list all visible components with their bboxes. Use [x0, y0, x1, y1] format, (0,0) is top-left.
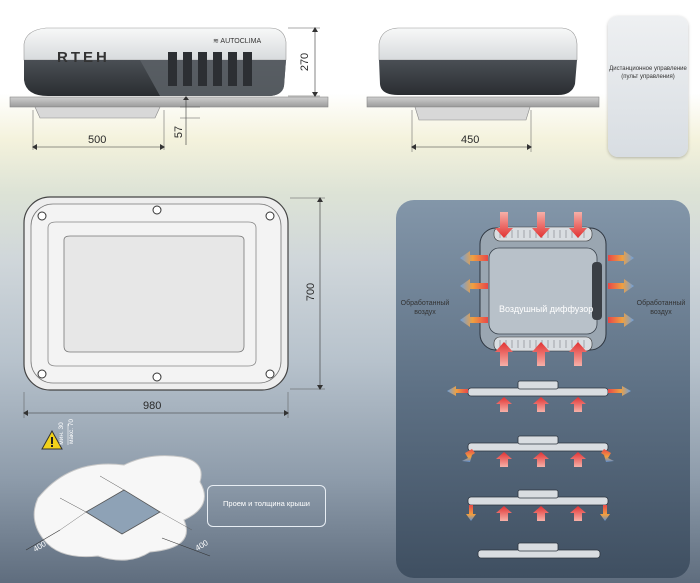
outflow-arrows-right — [608, 251, 634, 327]
airflow-label-left-line1: Обработанный — [400, 300, 450, 307]
remote-card: Дистанционное управление (пульт управлен… — [608, 16, 688, 157]
remote-title: Дистанционное управление (пульт управлен… — [609, 66, 687, 80]
maker-logo: ≋ AUTOCLIMA — [213, 38, 262, 45]
roof-hole-caption: Проем и толщина крыши — [223, 499, 310, 508]
top-panel-inset — [63, 235, 245, 353]
dim-side-below: 57 — [173, 125, 186, 139]
intake-arrows-bottom — [495, 342, 587, 366]
airflow-label-right-line1: Обработанный — [636, 300, 686, 307]
unit-cover-front — [378, 27, 578, 61]
thickness-max-label: макс. 70 — [68, 418, 76, 445]
airflow-label-left: Обработанный воздух — [400, 299, 450, 317]
diffuser-label: Воздушный диффузор — [499, 304, 594, 314]
unit-base-front — [379, 60, 577, 95]
section-angled-flow — [462, 435, 614, 467]
airflow-panel — [396, 200, 690, 578]
section-vertical-flow — [466, 489, 610, 521]
vent-slots — [168, 52, 252, 86]
diffuser-control-strip — [592, 262, 602, 320]
airflow-label-left-line2: воздух — [414, 309, 436, 316]
airflow-label-right: Обработанный воздух — [636, 299, 686, 317]
outflow-arrows-left — [460, 251, 488, 327]
interior-diffuser-front — [414, 106, 531, 121]
roof-hole-caption-box: Проем и толщина крыши — [207, 485, 326, 527]
airflow-label-right-line2: воздух — [650, 309, 672, 316]
dim-side-length: 500 — [88, 134, 107, 146]
dim-top-width: 700 — [305, 282, 318, 302]
front-view — [366, 27, 600, 152]
roof-section-front — [366, 96, 600, 108]
brand-logo: RTEH — [57, 49, 110, 66]
top-view — [23, 196, 325, 418]
dim-side-height: 270 — [299, 52, 312, 72]
mounting-screws — [37, 205, 275, 382]
interior-diffuser-side — [34, 106, 161, 119]
roof-section — [9, 96, 329, 108]
section-horizontal-flow — [447, 380, 631, 412]
side-view — [9, 27, 329, 150]
intake-arrows-top — [495, 212, 587, 238]
dim-front-width: 450 — [461, 134, 480, 146]
thickness-min-label: мин. 30 — [57, 422, 65, 445]
section-closed — [477, 542, 601, 559]
roof-hole-diagram — [25, 424, 211, 561]
warning-triangle-icon — [41, 429, 63, 455]
dim-top-length: 980 — [143, 400, 162, 412]
